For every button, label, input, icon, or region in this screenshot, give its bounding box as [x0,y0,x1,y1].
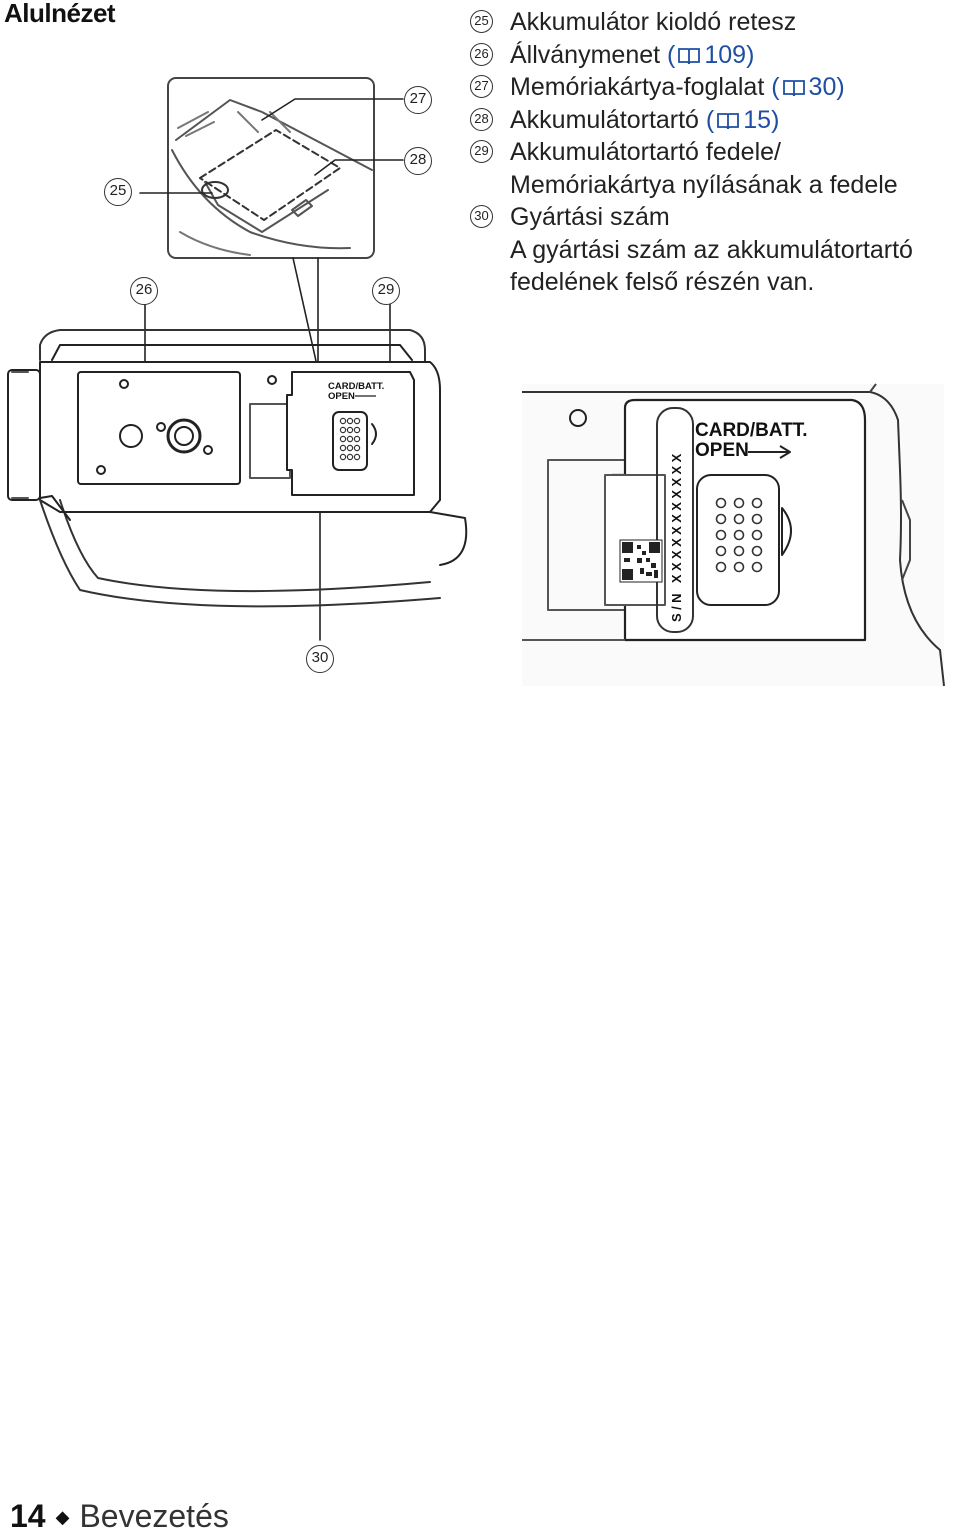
item-label: Gyártási szám [510,203,670,231]
page-reference[interactable]: (15) [705,105,780,134]
item-label: Akkumulátortartó fedele/ [510,138,781,166]
page-reference[interactable]: (30) [771,73,845,101]
footer-section[interactable]: Bevezetés [79,1498,229,1534]
callout-28: 28 [404,147,432,175]
callout-27: 27 [404,86,432,114]
callout-30: 30 [306,645,334,673]
camcorder-bottom-diagram: CARD/BATT. OPEN CARD/BATT. OPEN S/N XXXX… [7,77,945,687]
qr-code-icon [619,539,663,583]
callout-25: 25 [104,178,132,206]
cover-label-line1: CARD/BATT. [328,381,384,392]
item-number: 25 [470,10,493,33]
list-item-29: 29 Akkumulátortartó fedele/ Memóriakárty… [470,136,960,201]
list-item-25: 25 Akkumulátor kioldó retesz [470,6,960,39]
cover-label-line2: OPEN [328,391,355,402]
page-heading: Alulnézet [4,0,116,28]
page-number-ref: 109 [704,40,747,69]
page-footer: 14 ◆ Bevezetés [10,1498,229,1535]
item-number: 29 [470,140,493,163]
item-label: Akkumulátortartó [510,105,699,134]
item-label-line2: Memóriakártya nyílásának a fedele [510,170,898,199]
book-icon [782,80,805,97]
page-number-ref: 30 [808,73,837,101]
list-item-30: 30 Gyártási szám A gyártási szám az akku… [470,201,960,299]
serial-number-label: S/N XXXXXXXXXXX [669,450,684,622]
detail-label-line1: CARD/BATT. [695,420,808,441]
item-number: 27 [470,75,493,98]
footer-page-number: 14 [10,1498,46,1534]
page-reference[interactable]: (109) [667,40,755,69]
item-label: Memóriakártya-foglalat [510,73,765,101]
page-number-ref: 15 [743,105,772,134]
item-number: 28 [470,107,493,131]
book-icon [678,47,701,64]
item-description-line2: fedelének felső részén van. [510,268,815,296]
legend-list: 25 Akkumulátor kioldó retesz 26 Állványm… [470,6,960,299]
item-label: Akkumulátor kioldó retesz [510,8,797,36]
list-item-26: 26 Állványmenet (109) [470,39,960,72]
item-number: 26 [470,42,493,66]
diamond-separator-icon: ◆ [55,1507,70,1527]
list-item-28: 28 Akkumulátortartó (15) [470,104,960,137]
detail-label-line2: OPEN [695,440,749,461]
book-icon [717,112,740,129]
item-description-line1: A gyártási szám az akkumulátortartó [510,235,913,264]
item-label: Állványmenet [510,40,661,69]
callout-29: 29 [372,277,400,305]
item-number: 30 [470,205,493,228]
list-item-27: 27 Memóriakártya-foglalat (30) [470,71,960,104]
callout-26: 26 [130,277,158,305]
